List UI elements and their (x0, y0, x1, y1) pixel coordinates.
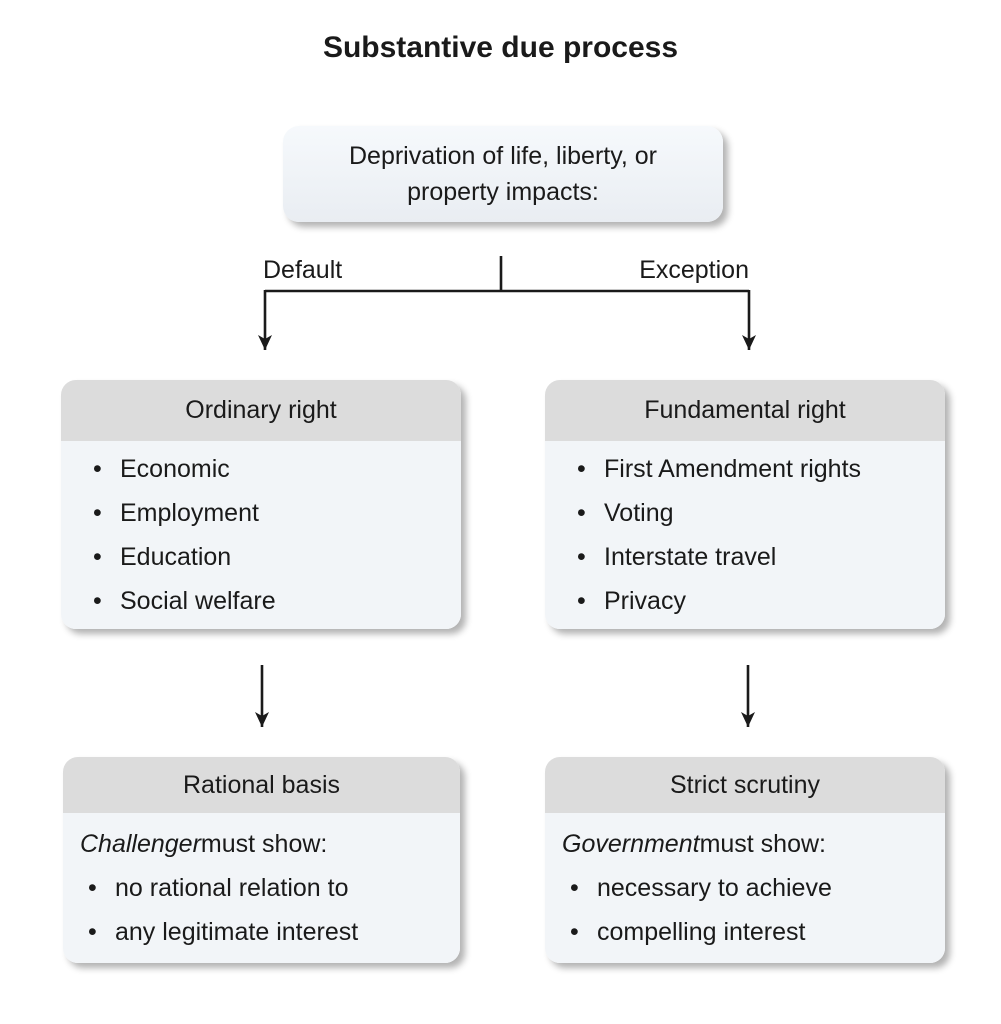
bullet-dot: • (88, 918, 97, 946)
ordinary-right-header: Ordinary right (61, 380, 461, 441)
list-item: • any legitimate interest (88, 910, 452, 954)
fundamental-right-box: Fundamental right • First Amendment righ… (545, 380, 945, 629)
lead-line: Challenger must show: (80, 822, 452, 866)
list-item-label: compelling interest (597, 918, 806, 946)
bullet-dot: • (577, 543, 586, 571)
list-item-label: Voting (604, 499, 674, 527)
rational-basis-body: Challenger must show: • no rational rela… (63, 813, 460, 963)
lead-line: Government must show: (562, 822, 937, 866)
strict-scrutiny-header: Strict scrutiny (545, 757, 945, 813)
strict-scrutiny-box: Strict scrutiny Government must show: • … (545, 757, 945, 963)
branch-label-default: Default (263, 256, 343, 284)
root-box: Deprivation of life, liberty, or propert… (283, 126, 723, 222)
bullet-dot: • (93, 499, 102, 527)
bullet-dot: • (93, 455, 102, 483)
ordinary-right-body: • Economic • Employment • Education • So… (61, 441, 461, 629)
bullet-dot: • (570, 874, 579, 902)
lead-italic-word: Challenger (80, 830, 201, 858)
list-item: • Privacy (577, 579, 937, 623)
list-item-label: any legitimate interest (115, 918, 359, 946)
list-item: • Education (93, 535, 453, 579)
list-item-label: Social welfare (120, 587, 276, 615)
list-item-label: Education (120, 543, 232, 571)
lead-italic-word: Government (562, 830, 700, 858)
list-item-label: Interstate travel (604, 543, 777, 571)
list-item-label: First Amendment rights (604, 455, 862, 483)
strict-scrutiny-body: Government must show: • necessary to ach… (545, 813, 945, 963)
bullet-dot: • (88, 874, 97, 902)
list-item-label: necessary to achieve (597, 874, 832, 902)
list-item: • Social welfare (93, 579, 453, 623)
fundamental-right-body: • First Amendment rights • Voting • Inte… (545, 441, 945, 629)
bullet-dot: • (570, 918, 579, 946)
list-item: • Economic (93, 447, 453, 491)
fundamental-right-header: Fundamental right (545, 380, 945, 441)
list-item-label: Privacy (604, 587, 686, 615)
root-box-line2: property impacts: (407, 178, 599, 206)
bullet-dot: • (93, 543, 102, 571)
branch-label-exception: Exception (639, 256, 749, 284)
list-item-label: Employment (120, 499, 259, 527)
diagram-title: Substantive due process (322, 31, 679, 64)
list-item: • necessary to achieve (570, 866, 937, 910)
bullet-dot: • (577, 499, 586, 527)
list-item: • no rational relation to (88, 866, 452, 910)
list-item-label: Economic (120, 455, 230, 483)
list-item: • Voting (577, 491, 937, 535)
list-item: • compelling interest (570, 910, 937, 954)
list-item: • Interstate travel (577, 535, 937, 579)
root-box-line1: Deprivation of life, liberty, or (349, 142, 657, 170)
bullet-dot: • (93, 587, 102, 615)
list-item: • Employment (93, 491, 453, 535)
lead-rest: must show: (699, 830, 826, 858)
list-item: • First Amendment rights (577, 447, 937, 491)
list-item-label: no rational relation to (115, 874, 349, 902)
lead-rest: must show: (200, 830, 328, 858)
rational-basis-header: Rational basis (63, 757, 460, 813)
ordinary-right-box: Ordinary right • Economic • Employment •… (61, 380, 461, 629)
rational-basis-box: Rational basis Challenger must show: • n… (63, 757, 460, 963)
bullet-dot: • (577, 587, 586, 615)
bullet-dot: • (577, 455, 586, 483)
